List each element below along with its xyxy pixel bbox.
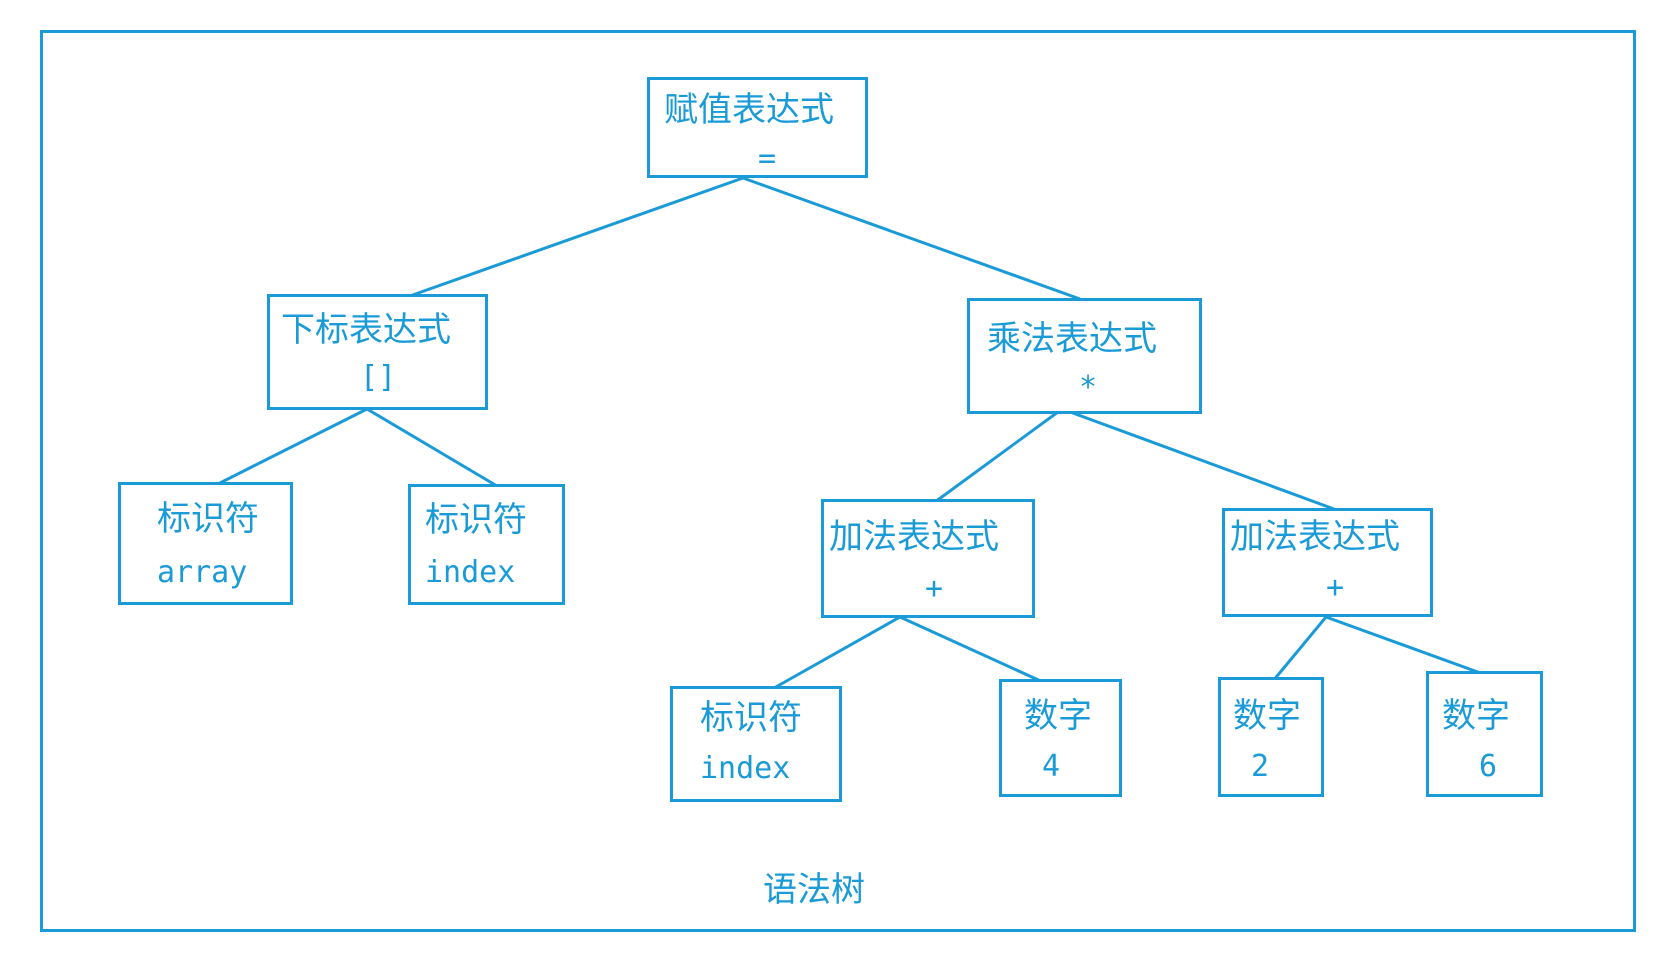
node-label: 下标表达式 [281,310,451,350]
node-label: 加法表达式 [1230,517,1400,557]
diagram-caption: 语法树 [763,870,865,910]
node-multiplication-expression: 乘法表达式 * [967,298,1202,414]
node-value: * [1079,370,1098,405]
edge-add-right-num-6 [1325,615,1487,677]
node-identifier-array: 标识符 array [118,482,293,605]
node-label: 标识符 [157,499,259,539]
node-label: 标识符 [425,500,527,540]
node-value: 4 [1042,749,1061,784]
edge-add-left-id-index [766,615,901,694]
node-assignment-expression: 赋值表达式 = [647,77,868,178]
node-value: 2 [1251,749,1270,784]
node-label: 数字 [1233,696,1301,736]
node-subscript-expression: 下标表达式 [] [267,294,488,410]
node-label: 数字 [1024,696,1092,736]
edge-assign-subscript [406,176,744,299]
node-number-2: 数字 2 [1218,677,1324,797]
edge-subscript-id-array [207,407,368,491]
node-identifier-index: 标识符 index [408,484,565,605]
diagram-frame [40,30,1636,932]
node-value: index [700,751,791,786]
edge-multiply-add-left [934,407,1063,504]
node-number-6: 数字 6 [1426,671,1543,797]
edge-add-left-num-4 [899,615,1046,685]
node-value: index [425,555,516,590]
node-addition-expression-right: 加法表达式 + [1222,508,1433,617]
node-value: 6 [1479,749,1498,784]
node-value: [] [360,360,397,395]
node-identifier-index-2: 标识符 index [670,686,842,802]
node-label: 标识符 [700,698,802,738]
node-value: array [157,555,248,590]
edge-multiply-add-right [1061,407,1335,511]
edge-assign-multiply [742,176,1081,301]
node-number-4: 数字 4 [999,679,1122,797]
node-label: 乘法表达式 [987,319,1157,359]
node-label: 数字 [1442,696,1510,736]
node-label: 赋值表达式 [664,90,834,130]
edge-add-right-num-2 [1271,616,1328,682]
edge-subscript-id-index [366,407,498,488]
node-value: = [758,141,777,176]
node-label: 加法表达式 [829,517,999,557]
node-value: + [1326,570,1345,605]
node-addition-expression-left: 加法表达式 + [821,499,1035,618]
node-value: + [925,571,944,606]
